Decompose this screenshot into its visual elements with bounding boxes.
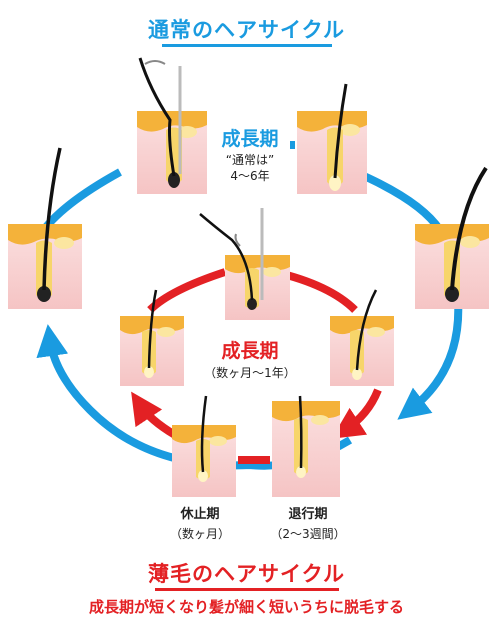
follicle-left <box>8 147 82 309</box>
title-normal-underline <box>162 44 332 47</box>
outer-growth-note-2: 4〜6年 <box>230 169 270 183</box>
thinning-description: 成長期が短くなり髪が細く短いうちに脱毛する <box>88 598 404 616</box>
follicle-inner-top <box>199 208 290 320</box>
catagen-phase-duration: （2〜3週間） <box>270 527 346 541</box>
follicle-top-left <box>137 57 207 194</box>
title-normal-cycle: 通常のヘアサイクル <box>148 18 345 42</box>
follicle-inner-right <box>330 289 394 386</box>
outer-growth-duration: “通常は” 4〜6年 <box>205 152 295 184</box>
follicle-catagen <box>272 395 340 497</box>
follicle-right <box>415 166 489 309</box>
follicle-inner-left <box>120 289 184 386</box>
title-thinning-underline <box>155 588 339 591</box>
catagen-phase-label: 退行期 <box>288 507 328 522</box>
follicle-rest <box>172 395 236 497</box>
inner-growth-phase-label: 成長期 <box>200 336 300 363</box>
follicle-top-right <box>297 83 367 194</box>
inner-growth-duration: （数ヶ月〜1年） <box>204 366 296 380</box>
rest-phase-label: 休止期 <box>180 507 220 522</box>
rest-phase-duration: （数ヶ月） <box>169 527 230 541</box>
title-thinning-cycle: 薄毛のヘアサイクル <box>148 562 345 586</box>
outer-growth-phase-label: 成長期 <box>210 124 290 151</box>
outer-growth-note-1: “通常は” <box>225 153 275 167</box>
